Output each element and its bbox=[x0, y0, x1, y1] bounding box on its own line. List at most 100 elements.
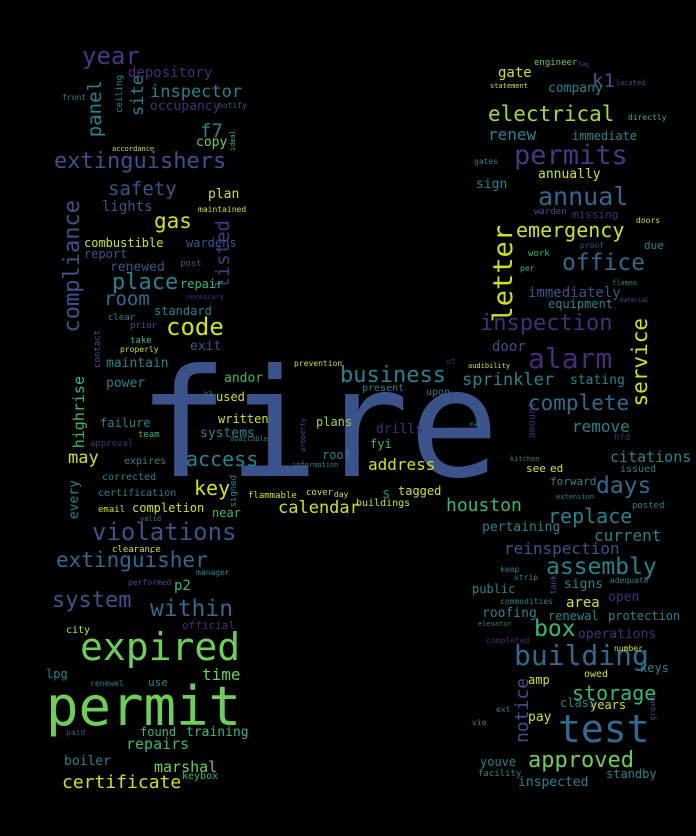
word-doors: doors bbox=[636, 216, 661, 225]
word-notify: notify bbox=[218, 101, 247, 110]
word-commodities: commodities bbox=[500, 597, 553, 606]
word-standard: standard bbox=[154, 304, 212, 318]
word-immediate: immediate bbox=[572, 129, 638, 143]
word-room: room bbox=[104, 288, 150, 310]
word-remove: remove bbox=[572, 417, 630, 436]
word-certificate: certificate bbox=[62, 772, 182, 793]
word-training: training bbox=[186, 725, 249, 740]
word-found: found bbox=[140, 725, 177, 739]
word-information: information bbox=[292, 461, 339, 469]
word-depository: depository bbox=[128, 65, 213, 81]
word-ground: ground bbox=[649, 695, 657, 721]
word-missing: missing bbox=[572, 208, 619, 221]
word-signed: signed bbox=[229, 475, 239, 508]
word-renewed: renewed bbox=[110, 260, 165, 275]
word-corrected: corrected bbox=[102, 472, 157, 483]
word-located: located bbox=[616, 79, 646, 87]
word-repair: repair bbox=[180, 277, 224, 291]
word-available: available bbox=[230, 435, 268, 443]
word-storage: storage bbox=[572, 681, 657, 705]
word-class: class bbox=[560, 696, 597, 710]
word-paid: paid bbox=[66, 728, 86, 737]
word-system: system bbox=[52, 588, 132, 613]
word-renew: renew bbox=[488, 125, 537, 144]
word-inspector: inspector bbox=[150, 82, 243, 102]
word-address: address bbox=[368, 455, 436, 474]
word-prior: prior bbox=[130, 321, 158, 331]
word-occupancy: occupancy bbox=[150, 99, 221, 114]
word-buildings: buildings bbox=[356, 498, 411, 509]
word-day: day bbox=[334, 490, 349, 499]
word-s: s bbox=[382, 486, 391, 502]
word-public: public bbox=[472, 582, 516, 596]
word-near: near bbox=[212, 506, 241, 520]
word-company: company bbox=[548, 81, 603, 96]
word-box: box bbox=[534, 616, 576, 642]
word-upon: upon bbox=[426, 387, 451, 398]
word-building: building bbox=[514, 639, 649, 672]
word-directly: directly bbox=[628, 113, 667, 122]
word-office: office bbox=[562, 250, 646, 276]
word-flammable: flammable bbox=[248, 491, 297, 501]
word-equipment: equipment bbox=[548, 297, 614, 311]
word-renewal: renewal bbox=[548, 609, 599, 623]
word-complete: complete bbox=[528, 391, 630, 415]
word-houston: houston bbox=[446, 495, 522, 516]
word-completed: completed bbox=[486, 636, 530, 645]
word-door: door bbox=[492, 339, 526, 355]
word-report: report bbox=[84, 247, 128, 261]
word-alarm: alarm bbox=[528, 342, 613, 375]
word-keys: keys bbox=[640, 661, 669, 675]
word-compliance: compliance bbox=[60, 200, 85, 333]
word-protection: protection bbox=[608, 609, 681, 623]
word-copy: copy bbox=[196, 135, 228, 150]
word-official: official bbox=[182, 619, 235, 632]
word-see: see bbox=[526, 462, 546, 475]
word-performed: performed bbox=[128, 578, 172, 587]
word-number: number bbox=[614, 644, 643, 653]
word-maintained: maintained bbox=[198, 205, 247, 214]
word-days: days bbox=[596, 473, 652, 499]
word-audibility: audibility bbox=[468, 362, 511, 370]
word-present: present bbox=[362, 383, 405, 394]
word-open: open bbox=[608, 590, 640, 605]
word-electrical: electrical bbox=[488, 102, 615, 126]
word-tagged: tagged bbox=[398, 484, 442, 498]
word-kitchen: kitchen bbox=[510, 455, 540, 463]
word-lpg: lpg bbox=[46, 667, 68, 681]
word-power: power bbox=[106, 376, 146, 391]
word-issued: issued bbox=[620, 464, 657, 475]
word-pertaining: pertaining bbox=[482, 520, 561, 535]
word-andor: andor bbox=[224, 371, 264, 386]
word-access: access bbox=[186, 447, 259, 471]
word-annually: annually bbox=[538, 167, 601, 182]
word-ed: ed bbox=[550, 462, 564, 475]
word-exit: exit bbox=[190, 339, 222, 354]
word-team: team bbox=[138, 430, 160, 440]
word-fyi: fyi bbox=[370, 437, 392, 451]
word-posted: posted bbox=[632, 501, 665, 511]
word-immediately: immediately bbox=[528, 285, 621, 301]
word-failure: failure bbox=[100, 416, 151, 430]
word-manager: manager bbox=[196, 568, 230, 577]
word-current: current bbox=[594, 526, 662, 545]
word-combustible: combustible bbox=[84, 236, 164, 250]
word-calendar: calendar bbox=[278, 498, 360, 518]
word-stating: stating bbox=[570, 373, 625, 388]
word-property: property bbox=[299, 418, 307, 452]
word-permit: permit bbox=[46, 675, 242, 738]
word-clear: clear bbox=[108, 313, 136, 323]
word-written: written bbox=[218, 412, 269, 426]
word-years: years bbox=[590, 698, 627, 712]
word-time: time bbox=[202, 665, 241, 684]
word-youve: youve bbox=[480, 755, 517, 769]
word-site: site bbox=[128, 75, 148, 116]
word-owed: owed bbox=[584, 669, 609, 680]
word-lights: lights bbox=[102, 199, 153, 215]
word-properly: properly bbox=[120, 345, 159, 354]
word-plans: plans bbox=[316, 415, 353, 429]
word-gate: gate bbox=[498, 65, 532, 81]
word-completion: completion bbox=[132, 501, 205, 515]
word-f7: f7 bbox=[200, 120, 223, 142]
